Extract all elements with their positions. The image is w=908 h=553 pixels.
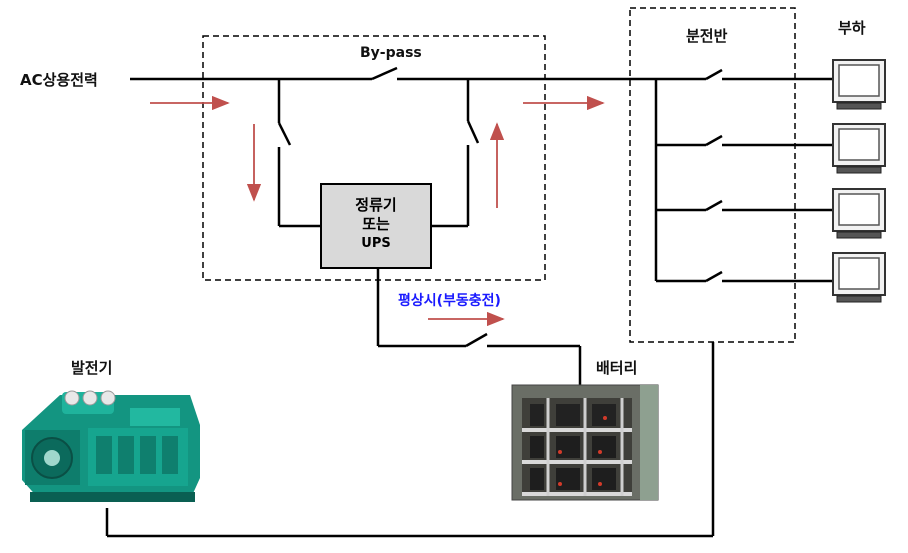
bypass-label: By-pass (360, 45, 422, 61)
ups-dashed-boundary (202, 35, 546, 281)
generator-label: 발전기 (71, 359, 113, 377)
generator-image (22, 390, 200, 502)
main-ac-line (130, 66, 706, 81)
flow-arrows (150, 95, 605, 327)
distribution-panel-label: 분전반 (686, 27, 728, 45)
monitor-icon (832, 123, 886, 174)
ac-source-label: AC상용전력 (20, 71, 98, 89)
load-label: 부하 (838, 19, 866, 37)
battery-label: 배터리 (596, 359, 638, 377)
generator-line (105, 342, 715, 538)
rectifier-label-line2: 또는 (362, 215, 390, 233)
battery-rack-image (511, 384, 659, 501)
rectifier-ups-box (320, 183, 432, 269)
ups-branches (277, 79, 480, 228)
monitor-icon (832, 252, 886, 303)
normal-float-charge-label: 평상시(부동충전) (398, 293, 501, 309)
monitor-icon (832, 188, 886, 239)
monitor-icon (832, 59, 886, 110)
panel-bus (654, 68, 833, 283)
battery-line (376, 269, 582, 385)
rectifier-label-line3: UPS (361, 236, 391, 251)
rectifier-label-line1: 정류기 (355, 196, 397, 214)
rectifier-ups-label: 정류기 또는 UPS (320, 196, 432, 253)
